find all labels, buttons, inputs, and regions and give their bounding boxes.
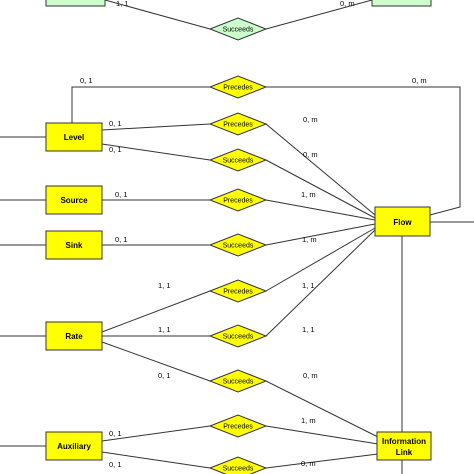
svg-text:Auxiliary: Auxiliary bbox=[57, 442, 91, 451]
entity-flow: Flow bbox=[374, 206, 431, 237]
svg-text:Source: Source bbox=[60, 196, 88, 205]
svg-text:Rate: Rate bbox=[65, 332, 83, 341]
card-top-right: 0, m bbox=[340, 0, 355, 8]
relation-precedes-9: Precedes bbox=[208, 414, 268, 438]
svg-text:Precedes: Precedes bbox=[223, 424, 253, 431]
card-r6-left: 1, 1 bbox=[158, 281, 171, 290]
svg-text:Precedes: Precedes bbox=[223, 122, 253, 129]
svg-text:Precedes: Precedes bbox=[223, 289, 253, 296]
card-r3-right: 0, m bbox=[303, 150, 318, 159]
relation-precedes-6: Precedes bbox=[208, 279, 268, 303]
relation-precedes-1: Precedes bbox=[208, 75, 268, 99]
entity-sink: Sink bbox=[45, 230, 103, 260]
relation-precedes-4: Precedes bbox=[208, 188, 268, 212]
card-r7-right: 1, 1 bbox=[302, 325, 315, 334]
svg-text:Succeeds: Succeeds bbox=[223, 379, 254, 386]
card-r5-right: 1, m bbox=[302, 235, 317, 244]
svg-text:Precedes: Precedes bbox=[223, 198, 253, 205]
svg-text:Information: Information bbox=[382, 437, 426, 446]
card-r9-right: 1, m bbox=[301, 416, 316, 425]
card-r2-right: 0, m bbox=[303, 115, 318, 124]
relation-succeeds-5: Succeeds bbox=[208, 233, 268, 257]
card-r1-left: 0, 1 bbox=[80, 76, 93, 85]
relation-top-succeeds: Succeeds bbox=[208, 17, 268, 41]
card-r10-left: 0, 1 bbox=[109, 460, 122, 469]
entity-information-link: Information Link bbox=[376, 431, 432, 461]
svg-text:Succeeds: Succeeds bbox=[223, 27, 254, 34]
card-r3-left: 0, 1 bbox=[109, 145, 122, 154]
svg-text:Succeeds: Succeeds bbox=[223, 334, 254, 341]
svg-text:Succeeds: Succeeds bbox=[223, 466, 254, 473]
cardinality-labels: 1, 1 0, m 0, 1 0, m 0, 1 0, m 0, 1 0, m … bbox=[80, 0, 427, 469]
entity-auxiliary: Auxiliary bbox=[45, 431, 103, 461]
top-right-entity bbox=[371, 0, 432, 7]
svg-text:Succeeds: Succeeds bbox=[223, 158, 254, 165]
relation-succeeds-3: Succeeds bbox=[208, 148, 268, 172]
relation-succeeds-8: Succeeds bbox=[208, 369, 268, 393]
card-r1-right: 0, m bbox=[412, 76, 427, 85]
svg-text:Sink: Sink bbox=[66, 241, 83, 250]
relation-succeeds-7: Succeeds bbox=[208, 324, 268, 348]
entity-level: Level bbox=[45, 122, 103, 152]
card-top-left: 1, 1 bbox=[116, 0, 129, 8]
card-r5-left: 0, 1 bbox=[115, 235, 128, 244]
svg-text:Flow: Flow bbox=[393, 218, 412, 227]
entity-rate: Rate bbox=[45, 321, 103, 351]
card-r4-right: 1, m bbox=[301, 190, 316, 199]
svg-text:Precedes: Precedes bbox=[223, 85, 253, 92]
card-r9-left: 0, 1 bbox=[109, 429, 122, 438]
svg-text:Succeeds: Succeeds bbox=[223, 243, 254, 250]
relation-succeeds-10: Succeeds bbox=[208, 456, 268, 474]
card-r6-right: 1, 1 bbox=[302, 281, 315, 290]
card-r7-left: 1, 1 bbox=[158, 325, 171, 334]
svg-text:Level: Level bbox=[64, 133, 84, 142]
card-r4-left: 0, 1 bbox=[115, 190, 128, 199]
top-left-entity bbox=[45, 0, 106, 7]
card-r8-right: 0, m bbox=[303, 371, 318, 380]
relation-precedes-2: Precedes bbox=[208, 112, 268, 136]
card-r10-right: 0, m bbox=[301, 459, 316, 468]
card-r8-left: 0, 1 bbox=[158, 371, 171, 380]
entity-source: Source bbox=[45, 185, 103, 215]
svg-text:Link: Link bbox=[396, 448, 413, 457]
card-r2-left: 0, 1 bbox=[109, 119, 122, 128]
